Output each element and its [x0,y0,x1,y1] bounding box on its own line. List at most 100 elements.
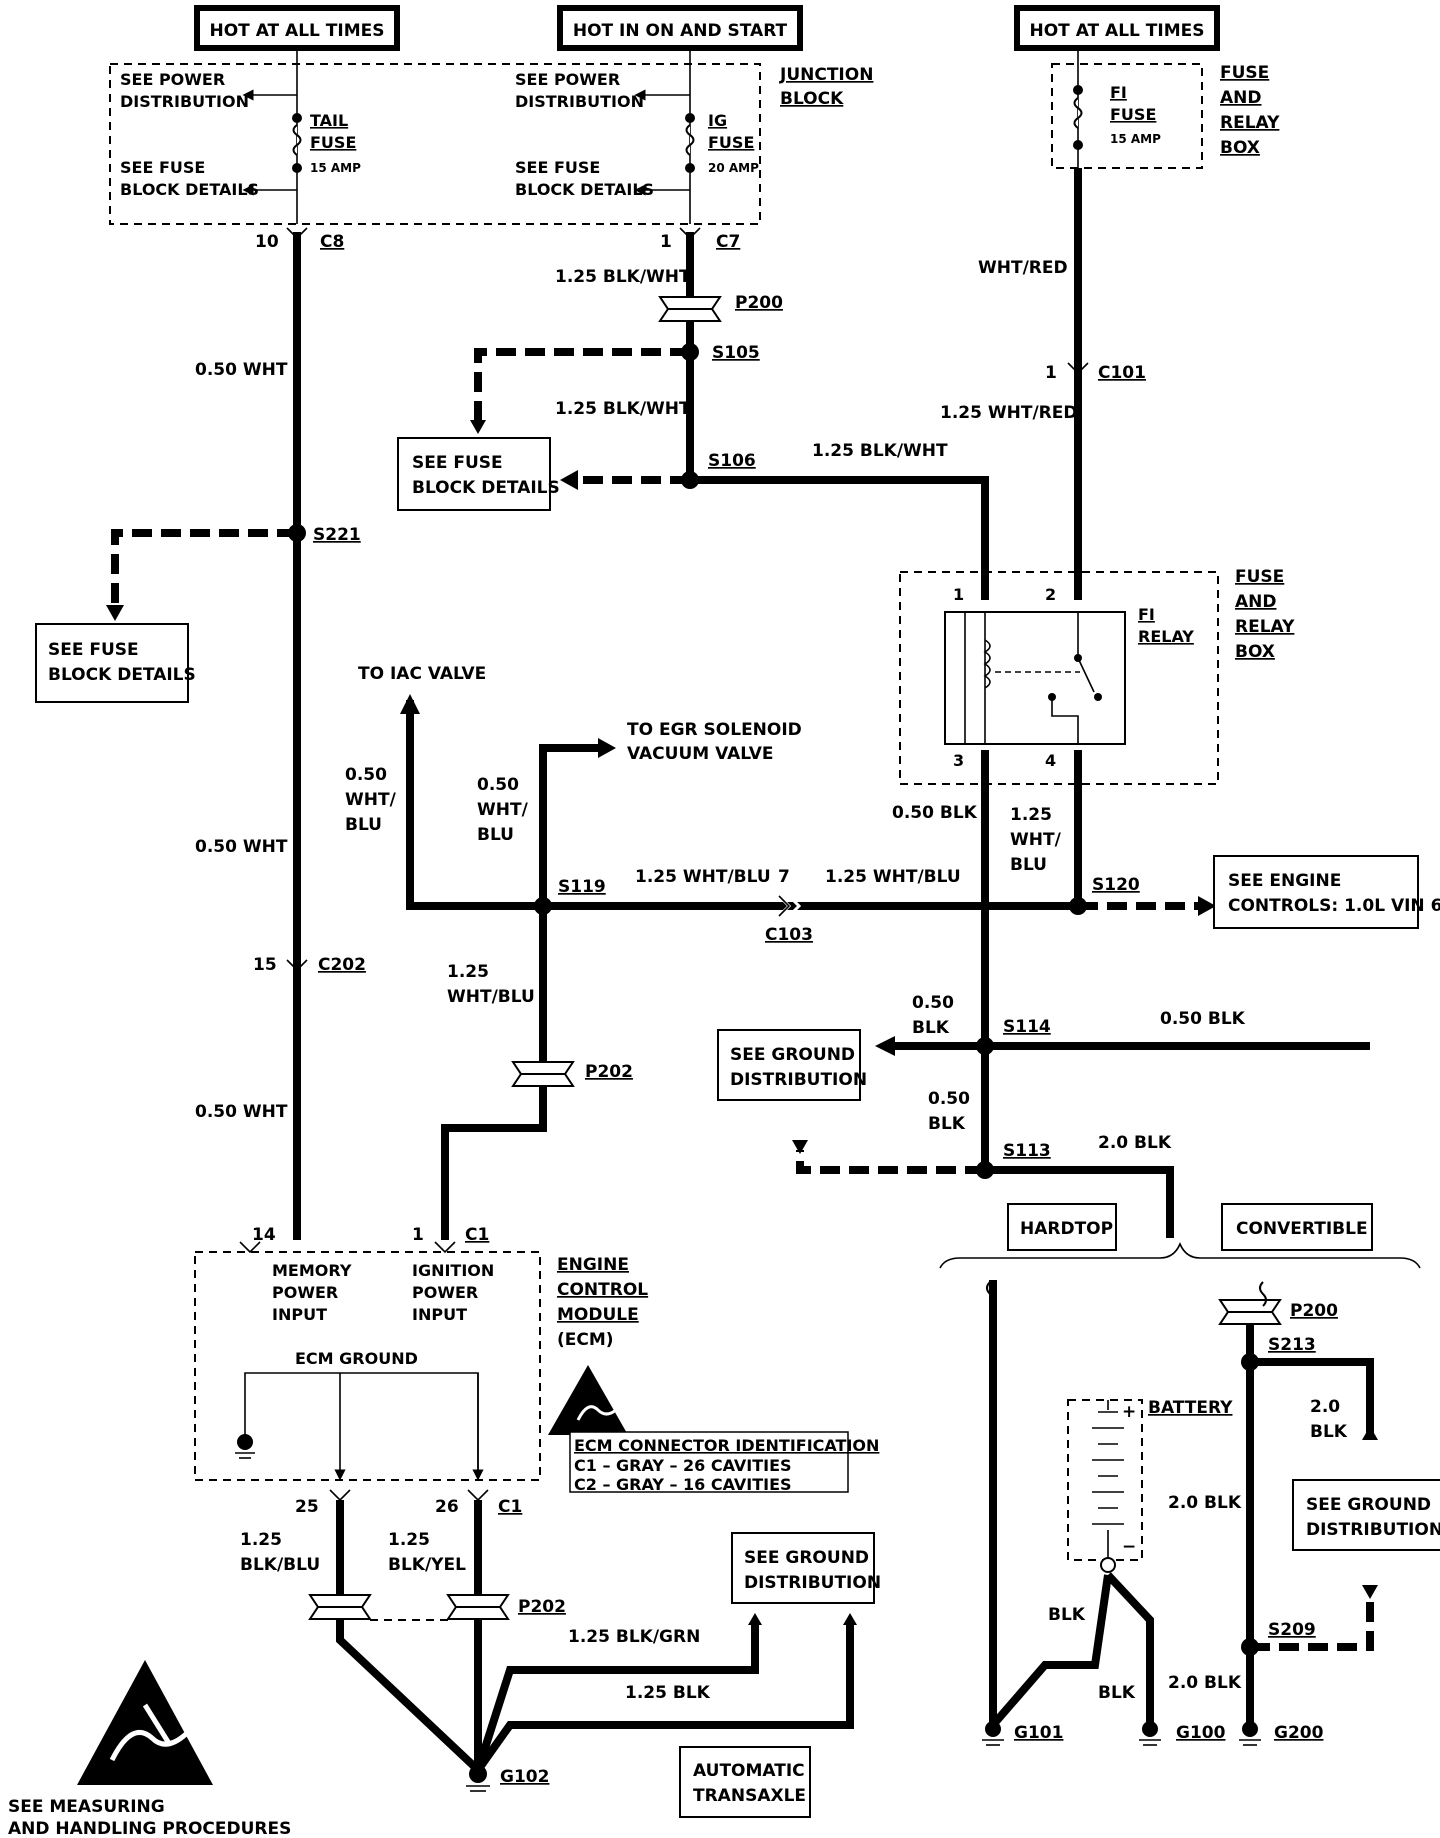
svg-text:0.50: 0.50 [928,1089,970,1109]
svg-text:C1 – GRAY – 26 CAVITIES: C1 – GRAY – 26 CAVITIES [574,1456,792,1475]
svg-text:0.50 BLK: 0.50 BLK [1160,1009,1246,1029]
header-hot-at-all-times-left: HOT AT ALL TIMES [194,5,400,51]
svg-text:BLK: BLK [1048,1605,1086,1625]
svg-text:BLU: BLU [345,815,382,835]
svg-text:S120: S120 [1092,875,1140,895]
svg-text:G101: G101 [1014,1723,1063,1743]
hardtop-convertible-brace: HARDTOP CONVERTIBLE [939,1203,1421,1269]
svg-text:SEE GROUND: SEE GROUND [1306,1495,1431,1515]
svg-text:SEE FUSE: SEE FUSE [412,453,503,473]
splice-s120 [1069,897,1087,915]
ref-see-ground-distribution-right[interactable]: SEE GROUND DISTRIBUTION [1292,1479,1440,1551]
ground-g100: G100 [1139,1721,1226,1746]
svg-text:1.25 WHT/BLU: 1.25 WHT/BLU [635,867,771,887]
svg-text:POWER: POWER [412,1283,478,1302]
svg-text:G100: G100 [1176,1723,1226,1743]
svg-text:C202: C202 [318,955,366,975]
ref-automatic-transaxle: AUTOMATIC TRANSAXLE [679,1746,811,1818]
ref-see-fuse-block-details-top[interactable]: SEE FUSE BLOCK DETAILS [397,437,560,511]
ref-to-iac-valve: TO IAC VALVE [358,664,486,684]
svg-text:FUSE: FUSE [1220,63,1269,83]
svg-text:SEE FUSE: SEE FUSE [120,158,205,177]
svg-text:P200: P200 [1290,1301,1338,1321]
svg-text:10: 10 [255,232,279,252]
svg-text:1.25 BLK/GRN: 1.25 BLK/GRN [568,1627,700,1647]
svg-text:C101: C101 [1098,363,1146,383]
ref-see-fuse-block-details-left[interactable]: SEE FUSE BLOCK DETAILS [35,623,196,703]
svg-text:2.0 BLK: 2.0 BLK [1098,1133,1172,1153]
inline-connector-p200-bot [1218,1299,1282,1325]
svg-text:BLK: BLK [912,1018,950,1038]
svg-text:BLOCK DETAILS: BLOCK DETAILS [120,180,259,199]
svg-text:1.25 BLK: 1.25 BLK [625,1683,711,1703]
svg-text:DISTRIBUTION: DISTRIBUTION [744,1573,881,1593]
splice-s113 [976,1161,994,1179]
wire-dashed-s221 [106,529,297,621]
ref-see-engine-controls[interactable]: SEE ENGINE CONTROLS: 1.0L VIN 6 [1213,855,1440,929]
svg-text:DISTRIBUTION: DISTRIBUTION [120,92,249,111]
svg-text:P202: P202 [585,1062,633,1082]
footer-esd-line2: AND HANDLING PROCEDURES [8,1819,291,1838]
svg-text:BLOCK DETAILS: BLOCK DETAILS [48,665,196,685]
svg-text:1: 1 [1045,363,1057,383]
wire-convertible [1246,1325,1374,1725]
svg-text:TAIL: TAIL [310,111,348,130]
svg-text:TRANSAXLE: TRANSAXLE [693,1786,806,1806]
svg-text:P200: P200 [735,293,783,313]
footer-esd-line1: SEE MEASURING [8,1797,165,1817]
wire-1.25-wht-blu-horizontal [406,700,1078,1240]
svg-text:IG: IG [708,111,727,130]
junction-block: JUNCTION BLOCK SEE POWER DISTRIBUTION SE… [109,48,873,252]
svg-text:WHT/: WHT/ [477,800,529,820]
svg-text:BLK: BLK [928,1114,966,1134]
svg-text:2.0: 2.0 [1310,1397,1340,1417]
svg-text:BLOCK DETAILS: BLOCK DETAILS [515,180,654,199]
svg-text:S114: S114 [1003,1017,1051,1037]
svg-text:(ECM): (ECM) [557,1330,614,1350]
svg-text:14: 14 [252,1225,276,1245]
splice-s209 [1241,1638,1259,1656]
svg-text:0.50 WHT: 0.50 WHT [195,1102,288,1122]
svg-text:2.0 BLK: 2.0 BLK [1168,1493,1242,1513]
svg-text:S119: S119 [558,877,606,897]
svg-text:RELAY: RELAY [1220,113,1280,133]
svg-text:C1: C1 [498,1497,522,1517]
svg-text:SEE POWER: SEE POWER [120,70,225,89]
svg-text:C2 – GRAY – 16 CAVITIES: C2 – GRAY – 16 CAVITIES [574,1475,792,1494]
svg-text:0.50: 0.50 [477,775,519,795]
ref-to-egr-l1: TO EGR SOLENOID [627,720,802,740]
header-hot-in-on-and-start: HOT IN ON AND START [557,5,803,51]
svg-text:BOX: BOX [1235,642,1275,662]
svg-text:BLU: BLU [1010,855,1047,875]
svg-text:0.50 WHT: 0.50 WHT [195,360,288,380]
svg-text:WHT/: WHT/ [1010,830,1062,850]
svg-text:C7: C7 [716,232,740,252]
svg-text:RELAY: RELAY [1138,627,1194,646]
svg-text:G102: G102 [500,1767,549,1787]
svg-text:ECM GROUND: ECM GROUND [295,1349,418,1368]
svg-text:1.25 BLK/WHT: 1.25 BLK/WHT [812,441,948,461]
svg-text:−: − [1122,1537,1136,1557]
svg-text:RELAY: RELAY [1235,617,1295,637]
svg-text:INPUT: INPUT [272,1305,327,1324]
ref-see-ground-distribution-mid[interactable]: SEE GROUND DISTRIBUTION [717,1029,867,1101]
svg-text:FUSE: FUSE [310,133,356,152]
svg-text:SEE FUSE: SEE FUSE [515,158,600,177]
svg-text:1.25 BLK/WHT: 1.25 BLK/WHT [555,267,691,287]
svg-text:2.0 BLK: 2.0 BLK [1168,1673,1242,1693]
splice-s106 [681,471,699,489]
svg-text:S113: S113 [1003,1141,1051,1161]
svg-text:15 AMP: 15 AMP [1110,132,1161,146]
svg-text:26: 26 [435,1497,459,1517]
svg-text:S221: S221 [313,525,361,545]
svg-text:1.25: 1.25 [447,962,489,982]
splice-s221 [288,524,306,542]
wire-dashed-s120 [1078,896,1216,916]
svg-text:MEMORY: MEMORY [272,1261,352,1280]
svg-text:S213: S213 [1268,1335,1316,1355]
wire-hardtop-battery [989,1280,1154,1728]
wire-dashed-fuse-block-top [470,348,690,490]
svg-text:G200: G200 [1274,1723,1324,1743]
ref-see-ground-distribution-bottom[interactable]: SEE GROUND DISTRIBUTION [731,1532,881,1604]
ref-to-egr-l2: VACUUM VALVE [627,744,774,764]
